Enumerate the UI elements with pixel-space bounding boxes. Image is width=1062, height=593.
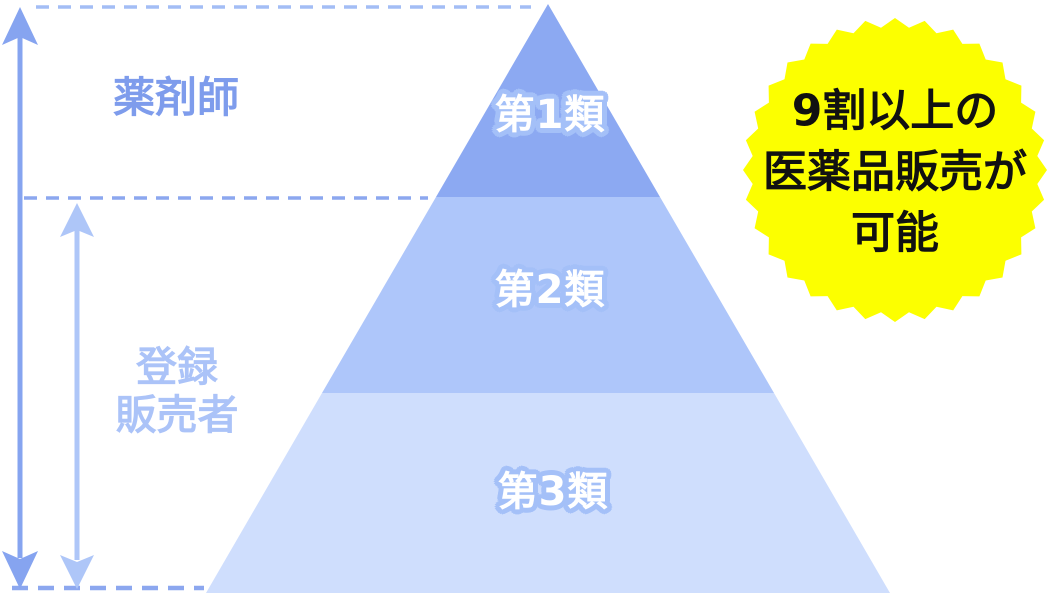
badge-text: 9割以上の 医薬品販売が 可能 — [763, 81, 1027, 264]
registered-seller-label-line1: 登録 — [136, 343, 218, 391]
pharmacist-label: 薬剤師 — [112, 72, 240, 122]
tier2-label: 第2類 — [494, 267, 606, 313]
badge-burst-shape — [743, 18, 1047, 322]
badge-text-line3: 可能 — [851, 207, 939, 259]
pyramid-tier3-shape — [206, 393, 890, 593]
badge-text-line2: 医薬品販売が — [763, 146, 1027, 198]
registered-seller-label: 登録 販売者 — [116, 343, 239, 439]
registered-seller-label-line2: 販売者 — [115, 391, 239, 439]
tier1-label: 第1類 — [494, 92, 606, 138]
pharmacist-range-arrow — [2, 7, 38, 589]
tier3-label: 第3類 — [497, 469, 609, 515]
registered-seller-range-arrow — [60, 203, 94, 589]
badge-text-line1: 9割以上の — [791, 85, 999, 137]
badge-burst — [743, 18, 1047, 322]
pyramid-tier1-shape — [436, 4, 660, 197]
pyramid-tier2-shape — [322, 197, 774, 393]
